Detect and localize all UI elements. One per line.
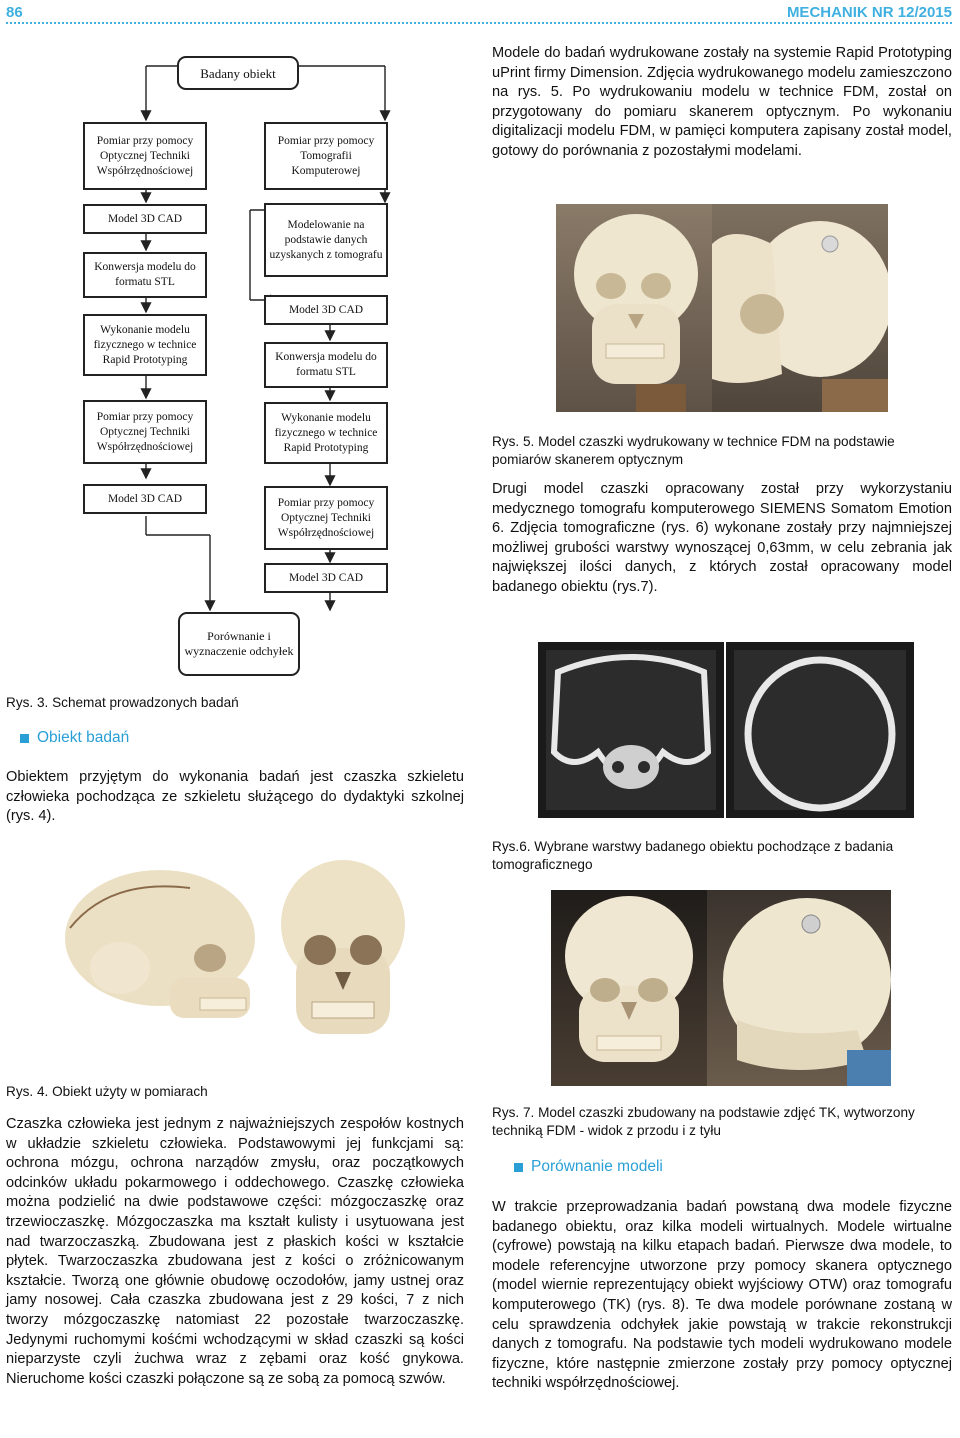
caption-rys3: Rys. 3. Schemat prowadzonych badań: [6, 695, 239, 710]
skull-ct-model-side-photo: [707, 890, 891, 1086]
flow-left-measure-box: Pomiar przy pomocy Optycznej Techniki Ws…: [83, 400, 207, 464]
bullet-square-icon: [514, 1162, 523, 1172]
header-divider: [6, 22, 952, 24]
flow-right-ct-box: Pomiar przy pomocy Tomografii Komputerow…: [264, 122, 388, 190]
caption-rys7: Rys. 7. Model czaszki zbudowany na podst…: [492, 1105, 915, 1138]
flow-right-measure-box: Pomiar przy pomocy Optycznej Techniki Ws…: [264, 486, 388, 550]
caption-rys5: Rys. 5. Model czaszki wydrukowany w tech…: [492, 434, 895, 467]
caption-rys4: Rys. 4. Obiekt użyty w pomiarach: [6, 1084, 208, 1099]
paragraph-obiekt: Obiektem przyjętym do wykonania badań je…: [6, 769, 464, 825]
magazine-title: MECHANIK NR 12/2015: [786, 4, 952, 21]
section-heading-obiekt: Obiekt badań: [20, 729, 129, 747]
paragraph-print-models: Modele do badań wydrukowane zostały na s…: [492, 45, 952, 159]
flow-right-cad-box: Model 3D CAD: [264, 295, 388, 325]
paragraph-second-model: Drugi model czaszki opracowany został pr…: [492, 481, 952, 595]
flow-right-cad2-box: Model 3D CAD: [264, 563, 388, 593]
flow-left-rp-box: Wykonanie modelu fizycznego w technice R…: [83, 314, 207, 376]
flow-left-cad-box: Model 3D CAD: [83, 204, 207, 234]
flow-left-optical-box: Pomiar przy pomocy Optycznej Techniki Ws…: [83, 122, 207, 190]
flow-end-box: Porównanie i wyznaczenie odchyłek: [178, 612, 300, 676]
ct-slice-right: [726, 642, 914, 818]
page-number: 86: [6, 4, 23, 21]
skull-reference-front-photo: [272, 852, 414, 1056]
paragraph-czaszka: Czaszka człowieka jest jednym z najważni…: [6, 1116, 464, 1387]
flow-start-box: Badany obiekt: [177, 56, 299, 90]
skull-ct-model-front-photo: [551, 890, 707, 1086]
flow-right-stl-box: Konwersja modelu do formatu STL: [264, 342, 388, 388]
bullet-square-icon: [20, 733, 29, 743]
caption-rys6: Rys.6. Wybrane warstwy badanego obiektu …: [492, 839, 894, 872]
section-title-obiekt: Obiekt badań: [37, 729, 130, 746]
skull-reference-side-photo: [50, 858, 272, 1058]
ct-slice-left: [538, 642, 724, 818]
paragraph-porownanie: W trakcie przeprowadzania badań powstaną…: [492, 1199, 952, 1392]
flow-left-cad2-box: Model 3D CAD: [83, 484, 207, 514]
flow-right-modelling-box: Modelowanie na podstawie danych uzyskany…: [264, 203, 388, 277]
skull-fdm-side-photo: [712, 204, 888, 412]
section-title-porownanie: Porównanie modeli: [531, 1158, 663, 1175]
skull-fdm-front-photo: [556, 204, 712, 412]
flow-right-rp-box: Wykonanie modelu fizycznego w technice R…: [264, 402, 388, 464]
flow-left-stl-box: Konwersja modelu do formatu STL: [83, 252, 207, 298]
section-heading-porownanie: Porównanie modeli: [514, 1158, 663, 1176]
